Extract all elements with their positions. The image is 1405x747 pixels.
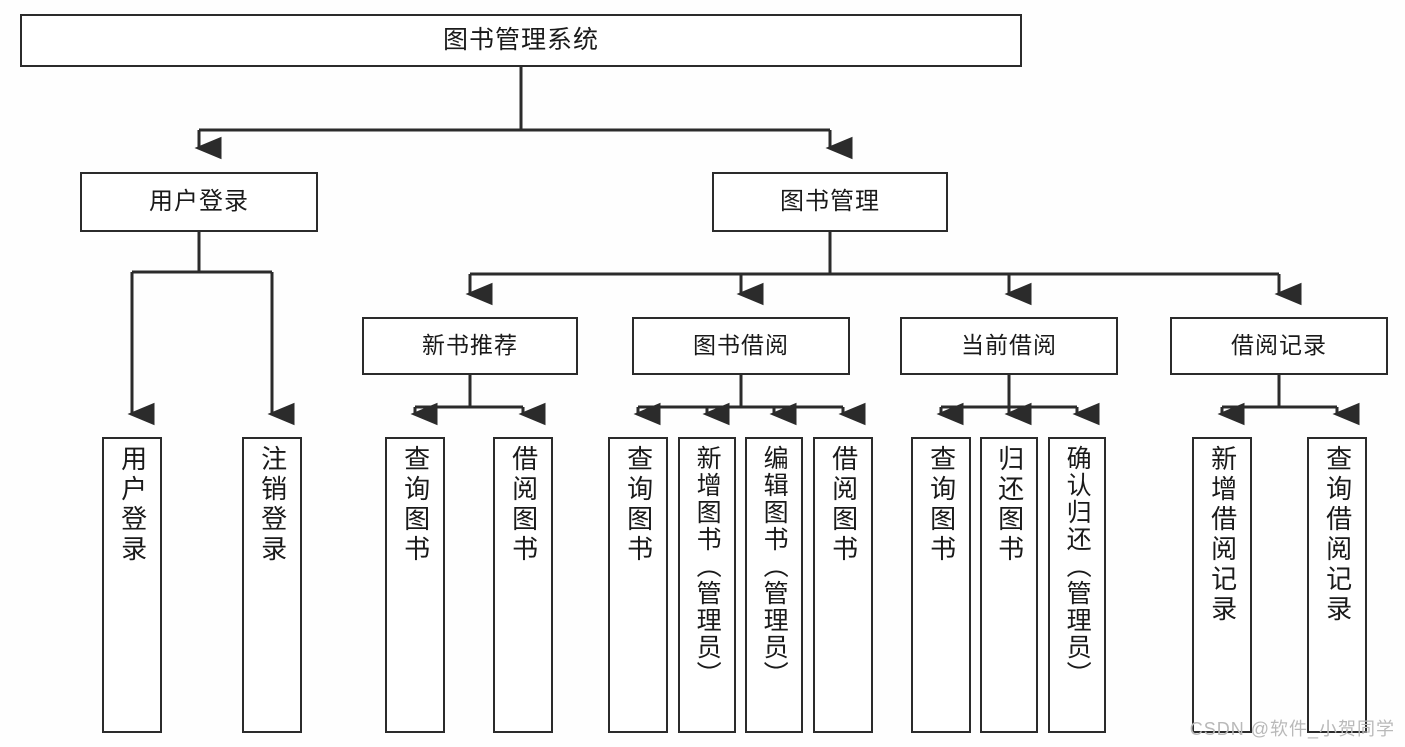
leaf-query-book-borrow[interactable]: 查询图书 xyxy=(608,437,668,733)
node-label: 编辑图书（管理员） xyxy=(760,445,789,688)
node-label: 图书借阅 xyxy=(693,332,789,359)
node-label: 新书推荐 xyxy=(422,332,518,359)
node-label: 查询借阅记录 xyxy=(1322,445,1353,625)
node-label: 查询图书 xyxy=(400,445,431,565)
node-label: 归还图书 xyxy=(994,445,1025,565)
node-label: 确认归还（管理员） xyxy=(1063,445,1092,688)
leaf-query-book-recommend[interactable]: 查询图书 xyxy=(385,437,445,733)
leaf-return-book[interactable]: 归还图书 xyxy=(980,437,1038,733)
node-label: 新增借阅记录 xyxy=(1207,445,1238,625)
leaf-confirm-return-admin[interactable]: 确认归还（管理员） xyxy=(1048,437,1106,733)
leaf-query-borrow-record[interactable]: 查询借阅记录 xyxy=(1307,437,1367,733)
node-book-borrow[interactable]: 图书借阅 xyxy=(632,317,850,375)
node-label: 图书管理系统 xyxy=(442,25,599,54)
node-label: 查询图书 xyxy=(623,445,654,565)
node-label: 查询图书 xyxy=(926,445,957,565)
leaf-add-borrow-record[interactable]: 新增借阅记录 xyxy=(1192,437,1252,733)
node-label: 注销登录 xyxy=(257,445,288,565)
node-label: 借阅图书 xyxy=(828,445,859,565)
node-label: 借阅图书 xyxy=(508,445,539,565)
node-borrow-record[interactable]: 借阅记录 xyxy=(1170,317,1388,375)
node-book-management[interactable]: 图书管理 xyxy=(712,172,948,232)
node-label: 用户登录 xyxy=(117,445,148,565)
node-label: 图书管理 xyxy=(780,187,880,215)
node-current-borrow[interactable]: 当前借阅 xyxy=(900,317,1118,375)
leaf-query-book-current[interactable]: 查询图书 xyxy=(911,437,971,733)
leaf-borrow-book-recommend[interactable]: 借阅图书 xyxy=(493,437,553,733)
node-new-book-recommend[interactable]: 新书推荐 xyxy=(362,317,578,375)
node-label: 借阅记录 xyxy=(1231,332,1327,359)
node-label: 新增图书（管理员） xyxy=(693,445,722,688)
leaf-user-login[interactable]: 用户登录 xyxy=(102,437,162,733)
leaf-borrow-book-borrow[interactable]: 借阅图书 xyxy=(813,437,873,733)
csdn-watermark: CSDN @软件_小贺同学 xyxy=(1189,719,1395,739)
leaf-add-book-admin[interactable]: 新增图书（管理员） xyxy=(678,437,736,733)
node-root-book-management-system[interactable]: 图书管理系统 xyxy=(20,14,1022,67)
node-user-login[interactable]: 用户登录 xyxy=(80,172,318,232)
leaf-edit-book-admin[interactable]: 编辑图书（管理员） xyxy=(745,437,803,733)
node-label: 当前借阅 xyxy=(961,332,1057,359)
node-label: 用户登录 xyxy=(149,187,249,215)
leaf-logout-login[interactable]: 注销登录 xyxy=(242,437,302,733)
